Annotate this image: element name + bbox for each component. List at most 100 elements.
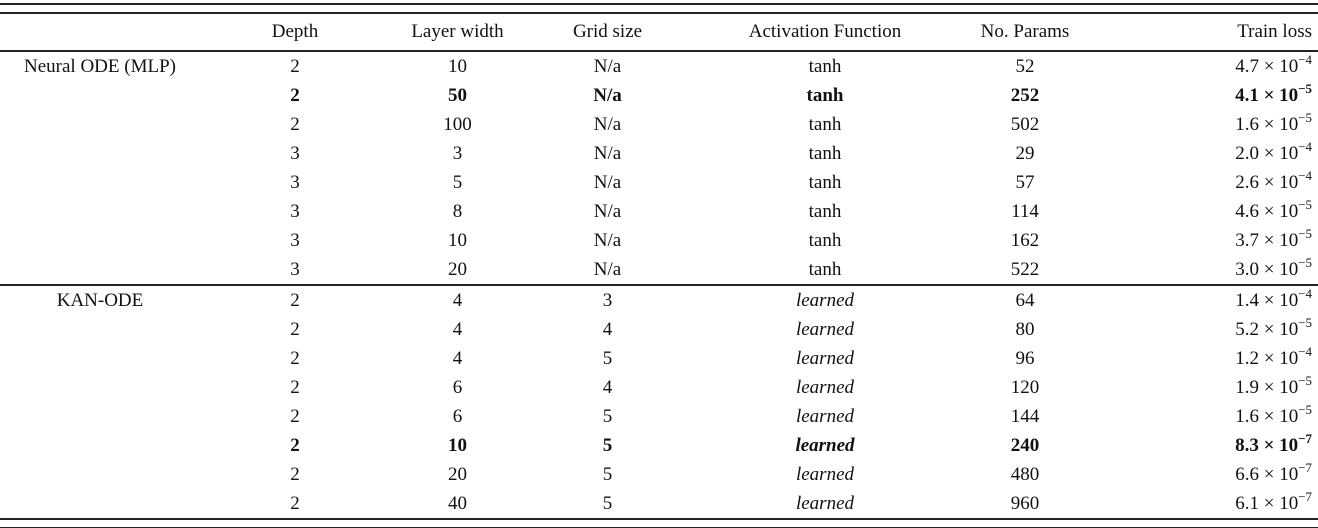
params-cell: 480: [1010, 463, 1040, 485]
table-row: 2 50 N/a tanh 252 4.1 × 10−5: [0, 81, 1318, 110]
grid-size-cell: 5: [602, 463, 613, 485]
table-row: 3 8 N/a tanh 114 4.6 × 10−5: [0, 197, 1318, 226]
depth-cell: 2: [290, 405, 300, 427]
layer-width-cell: 8: [452, 200, 463, 222]
model-label: [0, 402, 200, 431]
depth-cell: 2: [200, 284, 390, 315]
depth-cell: 2: [290, 318, 300, 340]
loss-exponent: −7: [1298, 431, 1312, 447]
train-loss-cell: 4.1 × 10−5: [1090, 81, 1318, 110]
params-cell: 240: [1010, 434, 1040, 456]
activation-cell: learned: [795, 376, 855, 398]
loss-exponent: −5: [1298, 373, 1312, 389]
results-table: Depth Layer width Grid size Activation F…: [0, 14, 1318, 518]
depth-cell: 2: [290, 492, 300, 514]
grid-size-cell: 5: [602, 434, 613, 456]
model-label: [0, 315, 200, 344]
model-label: [0, 489, 200, 518]
loss-base: 4.6 × 10: [1235, 200, 1299, 222]
depth-cell: 2: [290, 434, 300, 456]
col-header-model: [0, 14, 200, 52]
train-loss-cell: 8.3 × 10−7: [1090, 431, 1318, 460]
grid-size-cell: N/a: [593, 84, 622, 106]
grid-size-cell: 5: [602, 347, 613, 369]
grid-size-cell: 3: [525, 284, 690, 315]
col-header-grid-size: Grid size: [525, 14, 690, 52]
table-row: 2 4 4 learned 80 5.2 × 10−5: [0, 315, 1318, 344]
train-loss-cell: 6.1 × 10−7: [1090, 489, 1318, 518]
depth-cell: 3: [290, 171, 300, 193]
train-loss-cell: 1.6 × 10−5: [1090, 110, 1318, 139]
model-label: [0, 81, 200, 110]
grid-size-cell: N/a: [593, 142, 622, 164]
grid-size-cell: 4: [602, 376, 613, 398]
layer-width-cell: 100: [443, 113, 472, 135]
col-header-layer-width: Layer width: [390, 14, 525, 52]
layer-width-cell: 5: [452, 171, 463, 193]
train-loss-cell: 3.0 × 10−5: [1090, 255, 1318, 285]
grid-size-cell: 5: [602, 405, 613, 427]
train-loss-cell: 1.4 × 10−4: [1090, 284, 1318, 315]
params-cell: 502: [1010, 113, 1040, 135]
model-label: Neural ODE (MLP): [24, 55, 176, 77]
params-cell: 52: [1015, 55, 1035, 77]
depth-cell: 2: [290, 113, 300, 135]
activation-cell: learned: [795, 347, 855, 369]
loss-exponent: −5: [1298, 197, 1312, 213]
params-cell: 960: [1010, 492, 1040, 514]
activation-cell: learned: [690, 284, 960, 315]
loss-base: 2.0 × 10: [1235, 142, 1299, 164]
activation-cell: tanh: [808, 113, 842, 135]
layer-width-cell: 3: [452, 142, 463, 164]
params-cell: 162: [1010, 229, 1040, 251]
params-cell: 252: [1010, 84, 1040, 106]
grid-size-cell: N/a: [593, 171, 622, 193]
train-loss-cell: 2.6 × 10−4: [1090, 168, 1318, 197]
params-cell: 29: [1015, 142, 1035, 164]
loss-base: 4.1 × 10: [1235, 84, 1299, 106]
table-row: 3 20 N/a tanh 522 3.0 × 10−5: [0, 255, 1318, 285]
model-label: [0, 255, 200, 285]
loss-base: 5.2 × 10: [1235, 318, 1299, 340]
grid-size-cell: N/a: [593, 258, 622, 280]
params-cell: 80: [1015, 318, 1035, 340]
model-label: [0, 110, 200, 139]
activation-cell: learned: [795, 463, 855, 485]
layer-width-cell: 20: [448, 463, 467, 485]
depth-cell: 2: [290, 463, 300, 485]
params-cell: 144: [1010, 405, 1040, 427]
loss-base: 6.1 × 10: [1235, 492, 1299, 514]
model-label: [0, 226, 200, 255]
loss-base: 1.6 × 10: [1235, 405, 1299, 427]
params-cell: 522: [1010, 258, 1040, 280]
loss-base: 1.2 × 10: [1235, 347, 1299, 369]
loss-exponent: −5: [1298, 226, 1312, 242]
layer-width-cell: 10: [448, 229, 467, 251]
col-header-train-loss: Train loss: [1090, 14, 1318, 52]
table-row: 2 6 4 learned 120 1.9 × 10−5: [0, 373, 1318, 402]
layer-width-cell: 20: [448, 258, 467, 280]
loss-exponent: −4: [1298, 286, 1312, 302]
train-loss-cell: 1.6 × 10−5: [1090, 402, 1318, 431]
params-cell: 64: [960, 284, 1090, 315]
model-label: [0, 139, 200, 168]
layer-width-cell: 4: [452, 318, 463, 340]
grid-size-cell: 4: [602, 318, 613, 340]
depth-cell: 2: [290, 84, 300, 106]
train-loss-cell: 3.7 × 10−5: [1090, 226, 1318, 255]
grid-size-cell: N/a: [593, 113, 622, 135]
loss-exponent: −5: [1298, 255, 1312, 271]
table-row: 2 10 5 learned 240 8.3 × 10−7: [0, 431, 1318, 460]
table-row: 2 4 5 learned 96 1.2 × 10−4: [0, 344, 1318, 373]
grid-size-cell: N/a: [593, 200, 622, 222]
model-label: [0, 373, 200, 402]
loss-base: 1.4 × 10: [1235, 289, 1299, 311]
params-cell: 96: [1015, 347, 1035, 369]
model-label: [0, 431, 200, 460]
activation-cell: tanh: [806, 84, 844, 106]
activation-cell: tanh: [808, 55, 842, 77]
table-bottom-rule: [0, 518, 1318, 528]
loss-base: 2.6 × 10: [1235, 171, 1299, 193]
loss-exponent: −5: [1298, 402, 1312, 418]
